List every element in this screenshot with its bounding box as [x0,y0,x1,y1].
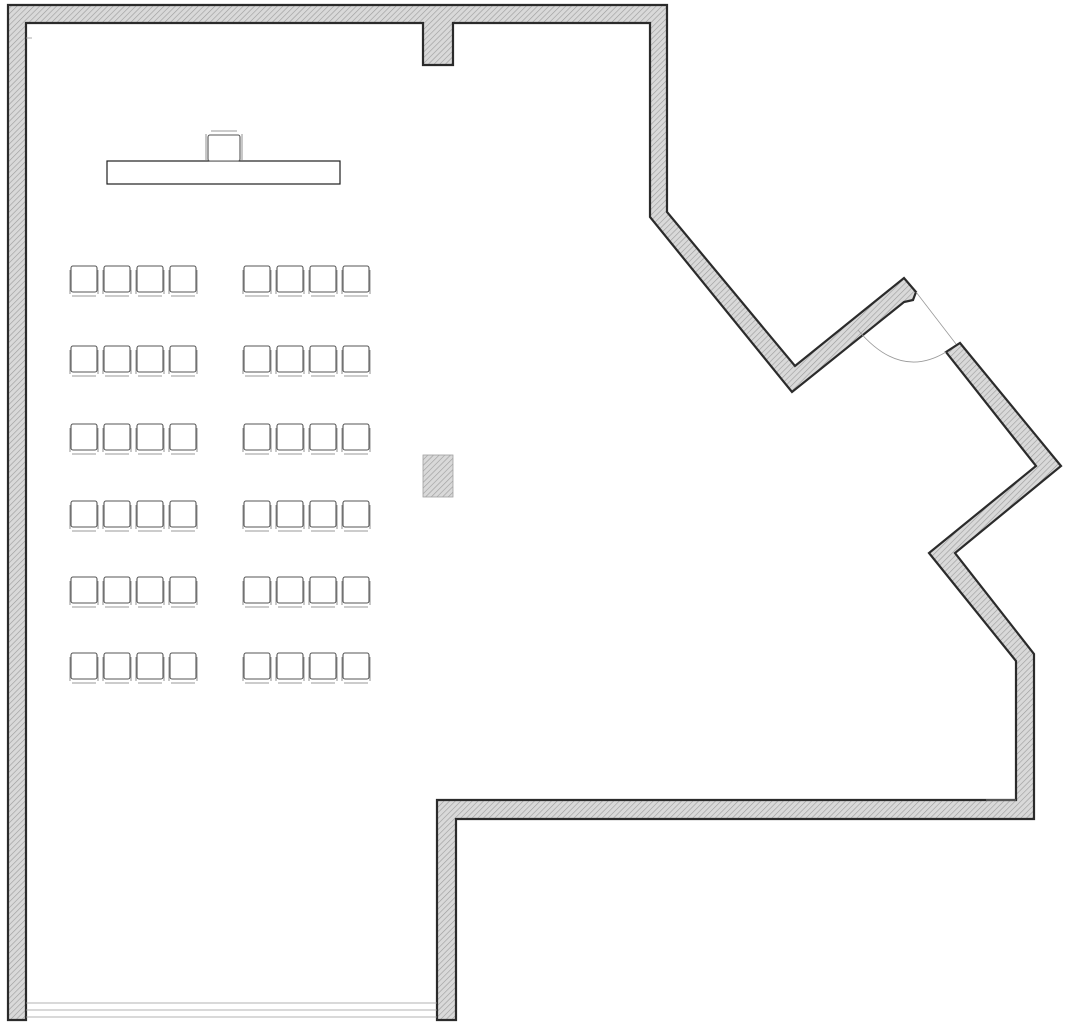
chair-icon [168,500,198,532]
chair-icon [275,652,305,684]
instructor-chair-icon [205,130,243,162]
chair-icon [102,423,132,455]
door-swing [857,291,957,363]
chair-icon [308,576,338,608]
chair-icon [168,265,198,297]
chair-icon [168,576,198,608]
chair-icon [242,576,272,608]
chair-icon [168,345,198,377]
chair-icon [168,423,198,455]
chair-icon [275,423,305,455]
chair-icon [102,652,132,684]
chair-icon [341,576,371,608]
chair-icon [242,652,272,684]
chair-icon [102,265,132,297]
chair-icon [341,345,371,377]
chair-icon [242,345,272,377]
chair-icon [308,500,338,532]
chair-icon [242,265,272,297]
chair-icon [242,500,272,532]
east-wall [435,341,1063,1022]
outer-wall [6,3,918,1022]
chair-icon [69,345,99,377]
chair-icon [341,423,371,455]
chair-icon [308,345,338,377]
instructor-table [106,160,341,185]
chair-icon [69,652,99,684]
chair-icon [69,423,99,455]
chair-icon [341,265,371,297]
chair-icon [135,500,165,532]
chair-icon [69,500,99,532]
chair-icon [242,423,272,455]
chair-icon [308,265,338,297]
chair-icon [135,423,165,455]
chair-icon [135,265,165,297]
column [422,454,454,498]
chair-icon [308,423,338,455]
chair-icon [102,576,132,608]
chair-icon [135,345,165,377]
chair-icon [275,345,305,377]
bottom-window [26,1002,437,1018]
chair-icon [341,652,371,684]
chair-icon [102,500,132,532]
chair-icon [102,345,132,377]
chair-icon [168,652,198,684]
seating-area [69,265,371,684]
chair-icon [69,265,99,297]
chair-icon [69,576,99,608]
chair-icon [341,500,371,532]
chair-icon [308,652,338,684]
chair-icon [275,265,305,297]
chair-icon [135,652,165,684]
chair-icon [275,500,305,532]
chair-icon [135,576,165,608]
chair-icon [275,576,305,608]
